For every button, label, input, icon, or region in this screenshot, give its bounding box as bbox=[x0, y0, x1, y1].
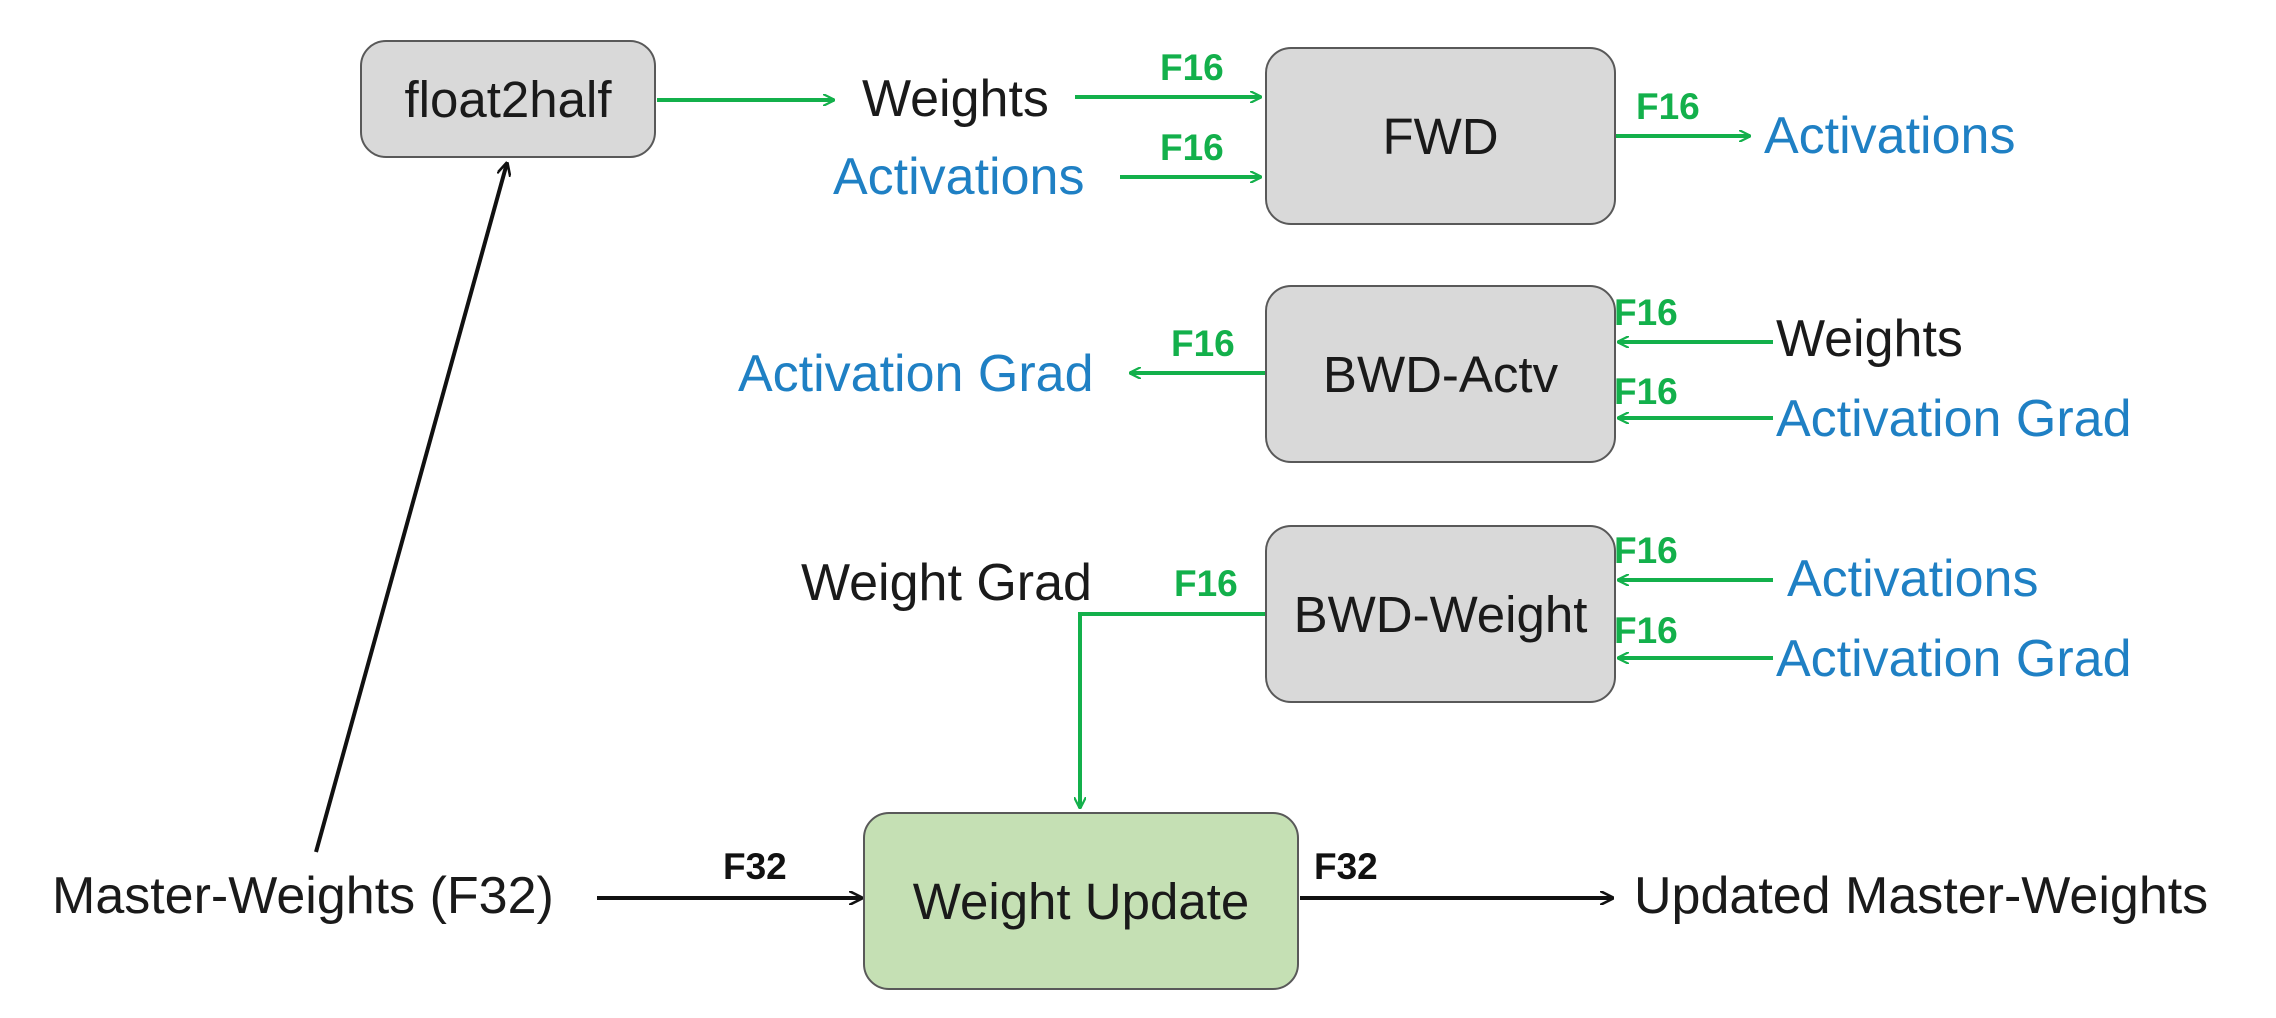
tag-f16-bwd-weight-activations: F16 bbox=[1614, 530, 1678, 571]
bwd-actv-input-weights-label: Weights bbox=[1776, 310, 1963, 368]
bwd-actv-box: BWD-Actv bbox=[1265, 285, 1616, 463]
master-weights-label: Master-Weights (F32) bbox=[52, 867, 554, 925]
tag-f16-bwd-weight-output: F16 bbox=[1174, 563, 1238, 604]
tag-f32-input: F32 bbox=[723, 846, 787, 887]
updated-master-weights-label: Updated Master-Weights bbox=[1634, 867, 2209, 925]
weight-update-box: Weight Update bbox=[863, 812, 1299, 990]
bwd-weight-box: BWD-Weight bbox=[1265, 525, 1616, 703]
fwd-input-activations-label: Activations bbox=[833, 148, 1085, 206]
tag-f16-fwd-output: F16 bbox=[1636, 86, 1700, 127]
tag-f16-bwd-actv-output: F16 bbox=[1171, 323, 1235, 364]
bwd-actv-output-grad-label: Activation Grad bbox=[738, 345, 1094, 403]
bwd-weight-output-grad-label: Weight Grad bbox=[801, 554, 1092, 612]
weight-update-label: Weight Update bbox=[912, 872, 1250, 930]
bwd-weight-input-activations-label: Activations bbox=[1787, 550, 2039, 608]
tag-f16-bwd-weight-grad: F16 bbox=[1614, 610, 1678, 651]
float2half-label: float2half bbox=[404, 70, 612, 128]
bwd-weight-input-grad-label: Activation Grad bbox=[1776, 630, 2132, 688]
bwd-actv-label: BWD-Actv bbox=[1322, 345, 1559, 403]
tag-f16-fwd-weights: F16 bbox=[1160, 47, 1224, 88]
tag-f16-fwd-activations: F16 bbox=[1160, 127, 1224, 168]
fwd-input-weights-label: Weights bbox=[862, 70, 1049, 128]
float2half-box: float2half bbox=[360, 40, 656, 158]
tag-f16-bwd-actv-weights: F16 bbox=[1614, 292, 1678, 333]
bwd-weight-label: BWD-Weight bbox=[1293, 585, 1588, 643]
fwd-box: FWD bbox=[1265, 47, 1616, 225]
bwd-actv-input-grad-label: Activation Grad bbox=[1776, 390, 2132, 448]
fwd-label: FWD bbox=[1382, 107, 1499, 165]
tag-f32-output: F32 bbox=[1314, 846, 1378, 887]
arrow-master-weights-to-float2half bbox=[314, 163, 507, 853]
tag-f16-bwd-actv-grad: F16 bbox=[1614, 371, 1678, 412]
arrow-bwd-weight-to-weight-update bbox=[1080, 612, 1267, 808]
fwd-output-activations-label: Activations bbox=[1764, 107, 2016, 165]
